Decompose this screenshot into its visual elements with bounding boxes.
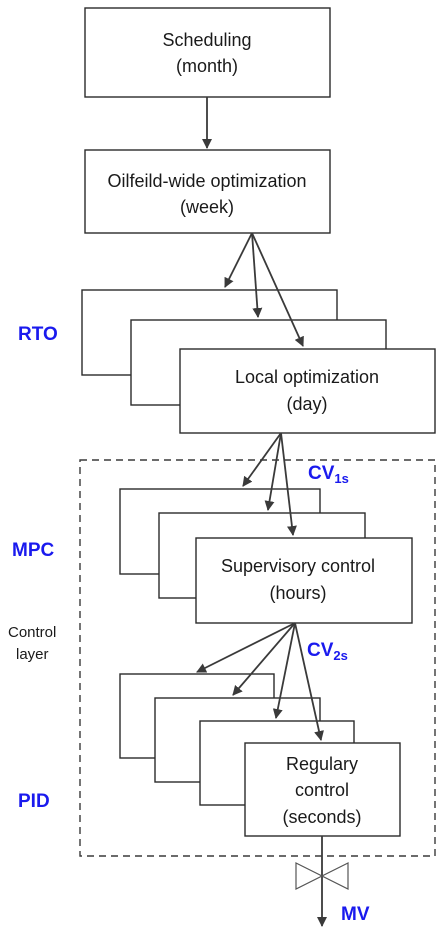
oilfield-optimization-box: Oilfeild-wide optimization (week)	[84, 149, 331, 234]
scheduling-period: (month)	[176, 56, 238, 76]
arrow-local-to-mpc-2	[264, 432, 282, 511]
arrow-oilfield-to-rto-2	[251, 232, 263, 318]
supervisory-control-title: Supervisory control	[221, 556, 375, 576]
control-layer-region	[79, 459, 436, 857]
mpc-label: MPC	[12, 540, 55, 561]
local-optimization-box: Local optimization (day)	[179, 348, 436, 434]
mv-label: MV	[341, 904, 370, 925]
arrow-local-to-mpc-1	[242, 432, 282, 487]
arrow-local-to-mpc-3	[280, 432, 297, 536]
arrow-supervisory-to-pid-1	[196, 622, 296, 673]
oilfield-optimization-period: (week)	[180, 197, 234, 217]
supervisory-control-period: (hours)	[269, 583, 326, 603]
cv2-subscript: 2s	[333, 648, 347, 663]
cv1-label: CV1s	[308, 463, 349, 486]
arrow-supervisory-to-pid-3	[272, 622, 296, 719]
local-optimization-title: Local optimization	[235, 367, 379, 387]
arrow-supervisory-to-pid-2	[232, 622, 296, 696]
regulary-control-subtitle: control	[295, 780, 349, 800]
supervisory-control-box: Supervisory control (hours)	[195, 537, 413, 624]
arrow-oilfield-to-rto-1	[224, 232, 253, 288]
local-optimization-period: (day)	[286, 394, 327, 414]
control-layer-label-line1: Control	[8, 624, 56, 641]
arrow-supervisory-to-pid-4	[294, 622, 324, 741]
pid-label: PID	[18, 791, 50, 812]
cv1-subscript: 1s	[334, 471, 348, 486]
oilfield-optimization-title: Oilfeild-wide optimization	[107, 171, 306, 191]
regulary-control-period: (seconds)	[282, 807, 361, 827]
regulary-control-title: Regulary	[286, 754, 358, 774]
cv2-label: CV2s	[307, 640, 348, 663]
rto-label: RTO	[18, 324, 58, 345]
regulary-control-box: Regulary control (seconds)	[244, 742, 401, 837]
scheduling-box: Scheduling (month)	[84, 7, 331, 98]
arrow-oilfield-to-rto-3	[251, 232, 304, 347]
control-layer-label-line2: layer	[16, 646, 49, 663]
valve-icon	[295, 862, 349, 890]
scheduling-title: Scheduling	[162, 30, 251, 50]
